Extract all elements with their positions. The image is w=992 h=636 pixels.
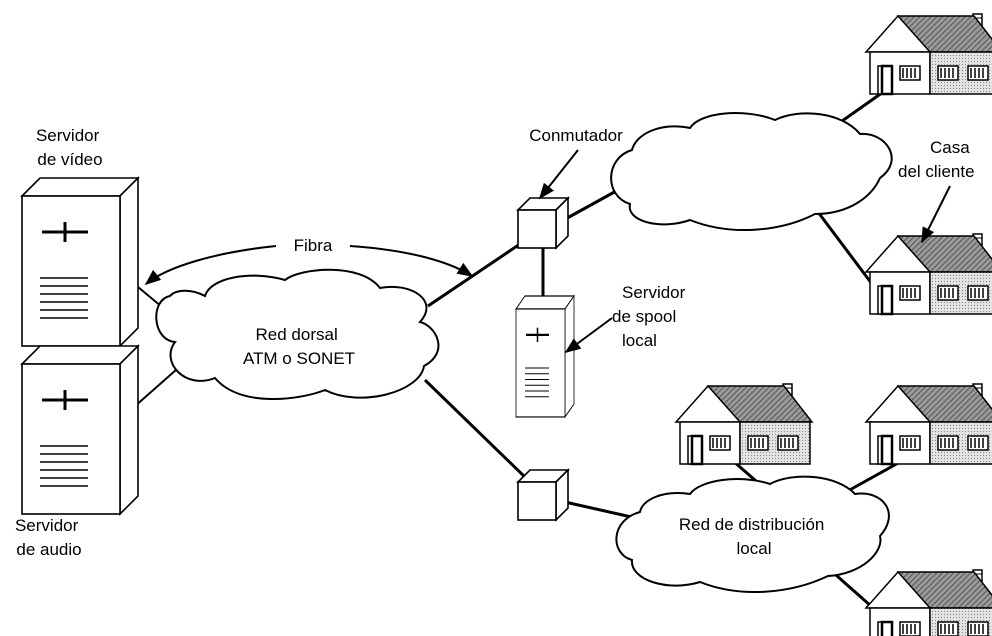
lower-distribution-cloud	[615, 475, 890, 594]
link-cloud-house-4	[845, 460, 901, 494]
audio-server-icon	[20, 344, 140, 516]
distribution-network-label: Red de distribución local	[679, 515, 829, 558]
link-switch-upper-cloud	[559, 188, 619, 224]
switch-top-icon	[517, 197, 569, 249]
video-server-label: Servidor de vídeo	[36, 126, 104, 169]
switch-label: Conmutador	[529, 126, 623, 145]
spool-server-icon	[514, 294, 576, 419]
customer-pointer-arrow	[921, 185, 951, 244]
switch-pointer-arrow	[539, 149, 579, 200]
customer-house-label: Casa del cliente	[898, 138, 975, 181]
spool-pointer-arrow	[564, 317, 613, 353]
customer-house-3-icon	[674, 382, 814, 466]
upper-local-cloud	[610, 112, 893, 232]
customer-house-5-icon	[864, 568, 992, 636]
fiber-arrow-left	[144, 245, 277, 286]
fiber-arrow-right	[349, 245, 474, 277]
link-cloud-house-2	[816, 211, 874, 285]
link-switch-lower-cloud	[555, 498, 637, 520]
customer-house-1-icon	[864, 12, 992, 96]
video-server-icon	[20, 176, 140, 348]
link-backbone-switch-top	[427, 242, 521, 308]
audio-server-label: Servidor de audio	[15, 516, 83, 559]
link-backbone-switch-bottom	[423, 378, 530, 482]
backbone-label: Red dorsal ATM o SONET	[243, 325, 355, 368]
switch-bottom-icon	[517, 469, 569, 521]
customer-house-4-icon	[864, 382, 992, 466]
backbone-cloud	[155, 268, 440, 400]
fiber-label: Fibra	[294, 236, 333, 255]
spool-server-label: Servidor de spool local	[612, 283, 690, 350]
customer-house-2-icon	[864, 232, 992, 316]
